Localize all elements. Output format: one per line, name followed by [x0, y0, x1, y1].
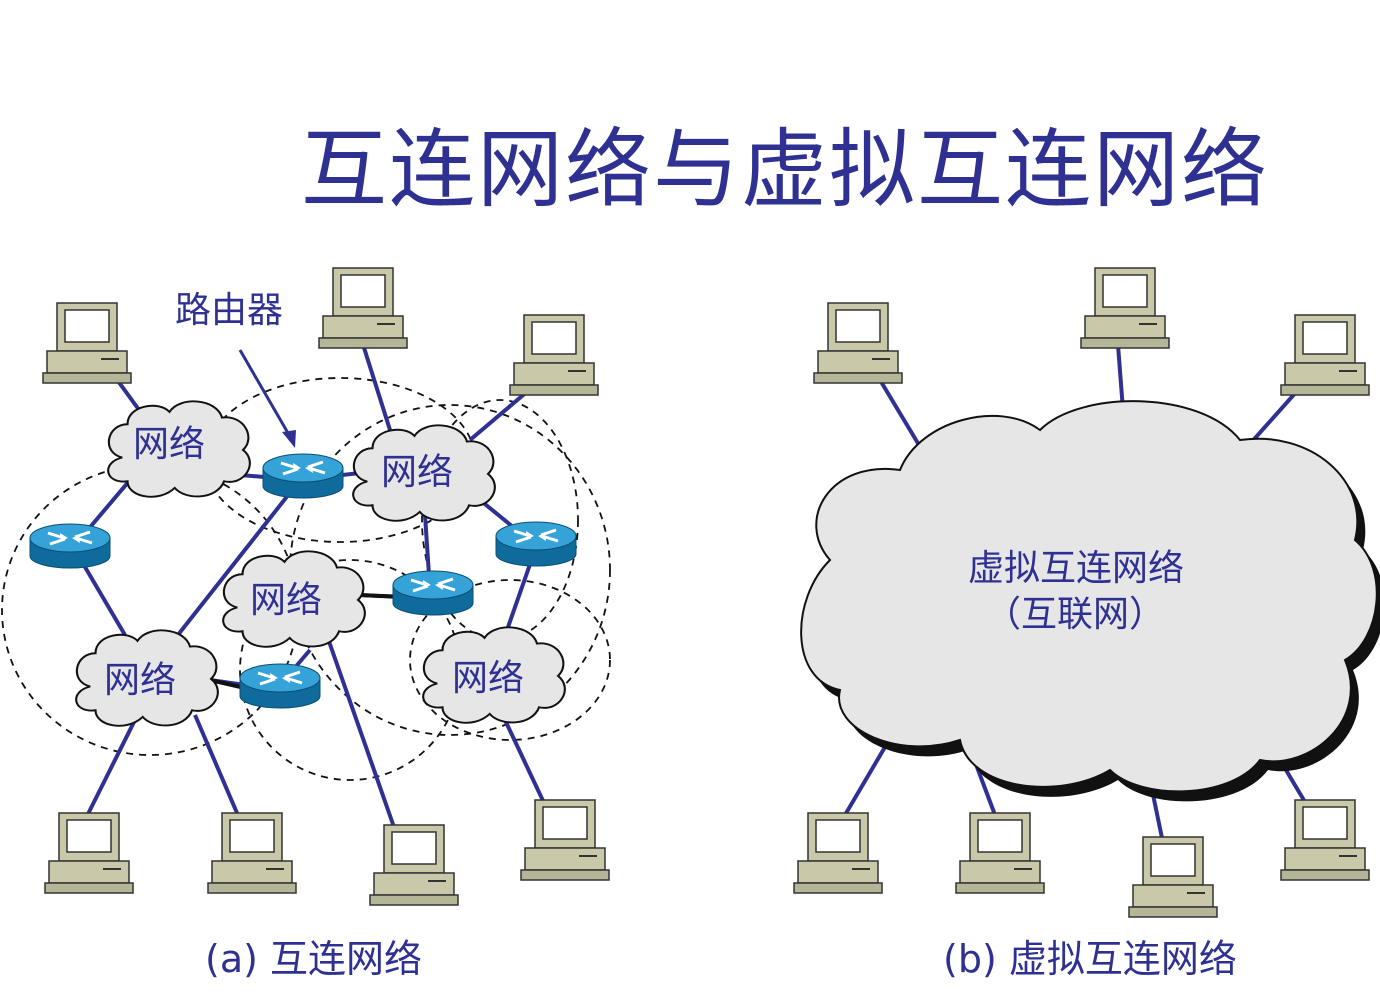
caption-virtual-network: (b) 虚拟互连网络: [943, 937, 1237, 981]
computer-icon: [813, 302, 903, 384]
computer-icon: [369, 824, 459, 906]
router-pointer-arrow: [238, 349, 294, 441]
computer-icon: [1128, 836, 1218, 918]
network-label: 网络: [104, 660, 176, 701]
caption-interconnected-network: (a) 互连网络: [205, 937, 422, 981]
page-title: 互连网络与虚拟互连网络: [301, 120, 1269, 220]
virtual-network-cloud-icon: [800, 400, 1378, 793]
network-label: 网络: [452, 658, 524, 699]
router-icon: [238, 662, 322, 710]
computer-icon: [318, 267, 408, 349]
router-icon: [261, 452, 345, 500]
computer-icon: [42, 302, 132, 384]
computer-icon: [1080, 267, 1170, 349]
network-label: 网络: [133, 424, 205, 465]
computer-icon: [509, 314, 599, 396]
router-label: 路由器: [175, 290, 283, 331]
router-icon: [28, 522, 112, 570]
network-cloud-icon: 网络: [75, 629, 219, 727]
network-label: 网络: [250, 580, 322, 621]
computer-icon: [955, 812, 1045, 894]
network-cloud-icon: 网络: [222, 550, 366, 648]
computer-icon: [1280, 314, 1370, 396]
network-cloud-icon: 网络: [352, 424, 496, 522]
router-icon: [391, 569, 475, 617]
router-icon: [494, 520, 578, 568]
computer-icon: [44, 812, 134, 894]
computer-icon: [793, 812, 883, 894]
network-cloud-icon: 网络: [422, 626, 566, 724]
virtual-network-diagram: 虚拟互连网络 （互联网） (b) 虚拟互连网络: [793, 267, 1380, 981]
virtual-network-label: 虚拟互连网络: [968, 548, 1184, 589]
computer-icon: [1280, 799, 1370, 881]
internet-label: （互联网）: [985, 594, 1165, 635]
computer-icon: [207, 812, 297, 894]
network-cloud-icon: 网络: [107, 400, 251, 498]
interconnected-network-diagram: 网络 网络 网络 网络 网络 路由器: [1, 267, 611, 981]
computer-icon: [520, 799, 610, 881]
network-label: 网络: [381, 452, 453, 493]
